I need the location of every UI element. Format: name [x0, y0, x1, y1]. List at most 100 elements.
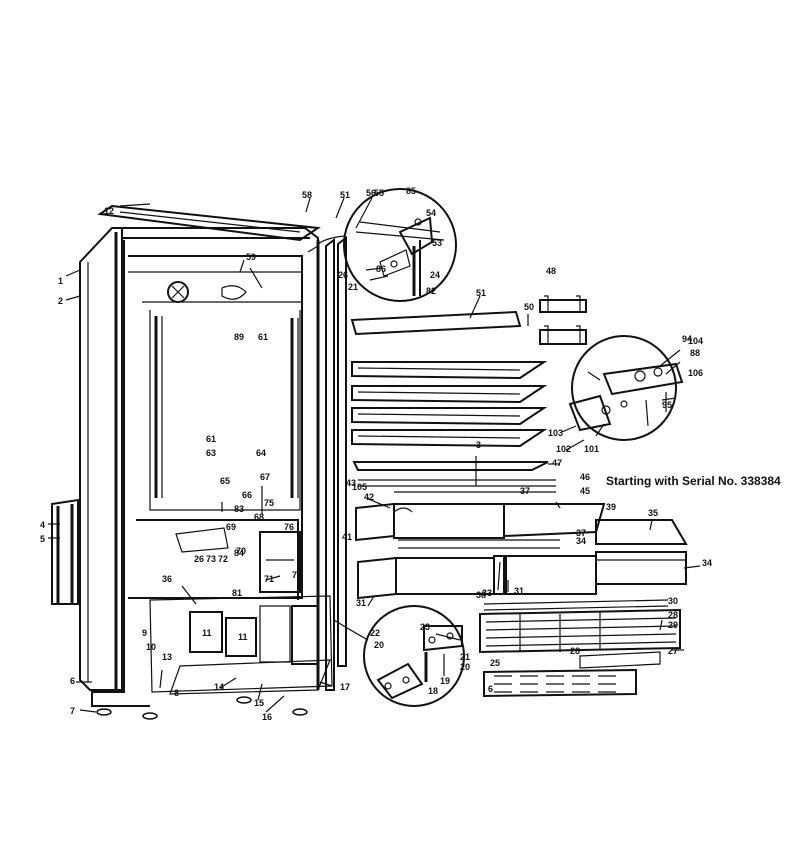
- callout-46: 46: [580, 472, 590, 482]
- callout-67: 67: [260, 472, 270, 482]
- callout-66: 66: [242, 490, 252, 500]
- callout-95: 95: [662, 400, 672, 410]
- callout-102: 102: [556, 444, 571, 454]
- callout-6: 6: [70, 676, 75, 686]
- callout-51: 51: [476, 288, 486, 298]
- callout-19: 19: [440, 676, 450, 686]
- kick-plate-grille: [483, 668, 637, 698]
- upper-hinge-detail-inset: [317, 188, 457, 302]
- callout-11b: 11: [238, 632, 248, 642]
- callout-72: 72: [218, 554, 228, 564]
- callout-73: 73: [206, 554, 216, 564]
- callout-71: 71: [264, 574, 274, 584]
- crisper-drawers: [355, 502, 688, 600]
- callout-65: 65: [220, 476, 230, 486]
- callout-11: 11: [202, 628, 212, 638]
- callout-35: 35: [648, 508, 658, 518]
- cabinet-assembly: [79, 204, 347, 720]
- callout-31: 31: [356, 598, 366, 608]
- callout-37: 37: [520, 486, 530, 496]
- callout-41: 41: [342, 532, 352, 542]
- side-trim-strip: [51, 498, 79, 605]
- callout-78: 78: [292, 570, 302, 580]
- callout-86: 86: [376, 264, 386, 274]
- shelf-support-detail-inset: [568, 335, 684, 441]
- callout-1: 1: [58, 276, 63, 286]
- callout-104: 104: [688, 336, 703, 346]
- callout-85: 85: [406, 186, 416, 196]
- callout-34b: 34: [702, 558, 712, 568]
- callout-101: 101: [584, 444, 599, 454]
- callout-61: 61: [206, 434, 216, 444]
- shelf-bracket-set: [539, 295, 587, 345]
- callout-9: 9: [142, 628, 147, 638]
- callout-13: 13: [162, 652, 172, 662]
- callout-24: 24: [430, 270, 440, 280]
- callout-106: 106: [688, 368, 703, 378]
- callout-23: 23: [420, 622, 430, 632]
- callout-82: 82: [426, 286, 436, 296]
- callout-37b: 37: [576, 528, 586, 538]
- callout-42: 42: [364, 492, 374, 502]
- callout-48: 48: [546, 266, 556, 276]
- callout-14: 14: [214, 682, 224, 692]
- callout-64: 64: [256, 448, 266, 458]
- callout-56: 56: [366, 188, 376, 198]
- callout-63: 63: [206, 448, 216, 458]
- callout-26b: 26: [338, 270, 348, 280]
- callout-28: 28: [570, 646, 580, 656]
- callout-30: 30: [668, 596, 678, 606]
- callout-59: 59: [246, 252, 256, 262]
- callout-18: 18: [428, 686, 438, 696]
- louver-assembly: [479, 599, 681, 669]
- callout-3: 3: [476, 440, 481, 450]
- callout-21: 21: [460, 652, 470, 662]
- callout-94: 94: [682, 334, 692, 344]
- callout-31b: 31: [514, 586, 524, 596]
- callout-10: 10: [146, 642, 156, 652]
- callout-45: 45: [580, 486, 590, 496]
- shelves-stack: [350, 310, 556, 493]
- callout-53: 53: [432, 238, 442, 248]
- callout-50: 50: [524, 302, 534, 312]
- callout-103: 103: [548, 428, 563, 438]
- callout-22: 22: [370, 628, 380, 638]
- callout-51b: 51: [340, 190, 350, 200]
- callout-5: 5: [40, 534, 45, 544]
- callout-25: 25: [490, 658, 500, 668]
- callout-26: 26: [194, 554, 204, 564]
- callout-17: 17: [340, 682, 350, 692]
- callout-105: 105: [352, 482, 367, 492]
- callout-33: 33: [482, 588, 492, 598]
- callout-8: 8: [174, 688, 179, 698]
- callout-20b: 20: [374, 640, 384, 650]
- callout-7: 7: [70, 706, 75, 716]
- callout-34: 34: [576, 536, 586, 546]
- callout-58: 58: [302, 190, 312, 200]
- callout-83: 83: [234, 504, 244, 514]
- callout-4: 4: [40, 520, 45, 530]
- callout-2: 2: [58, 296, 63, 306]
- callout-28b: 28: [668, 610, 678, 620]
- callout-38: 38: [476, 590, 486, 600]
- callout-55: 55: [374, 188, 384, 198]
- callout-81: 81: [232, 588, 242, 598]
- leveling-legs: [96, 696, 308, 720]
- callout-54: 54: [426, 208, 436, 218]
- lower-hinge-detail-inset: [333, 605, 465, 707]
- callout-labels: 1 2 3 4 5 6 6 7 8 9 10 11 11 12 13 14 15…: [40, 186, 712, 722]
- callout-12: 12: [104, 206, 114, 216]
- callout-88: 88: [690, 348, 700, 358]
- callout-29: 29: [668, 620, 678, 630]
- callout-39: 39: [606, 502, 616, 512]
- callout-16: 16: [262, 712, 272, 722]
- callout-6b: 6: [488, 684, 493, 694]
- callout-68: 68: [254, 512, 264, 522]
- callout-27: 27: [668, 646, 678, 656]
- callout-75: 75: [264, 498, 274, 508]
- callout-21b: 21: [348, 282, 358, 292]
- callout-47: 47: [552, 458, 562, 468]
- serial-number-caption: Starting with Serial No. 338384: [606, 474, 781, 488]
- callout-61b: 61: [258, 332, 268, 342]
